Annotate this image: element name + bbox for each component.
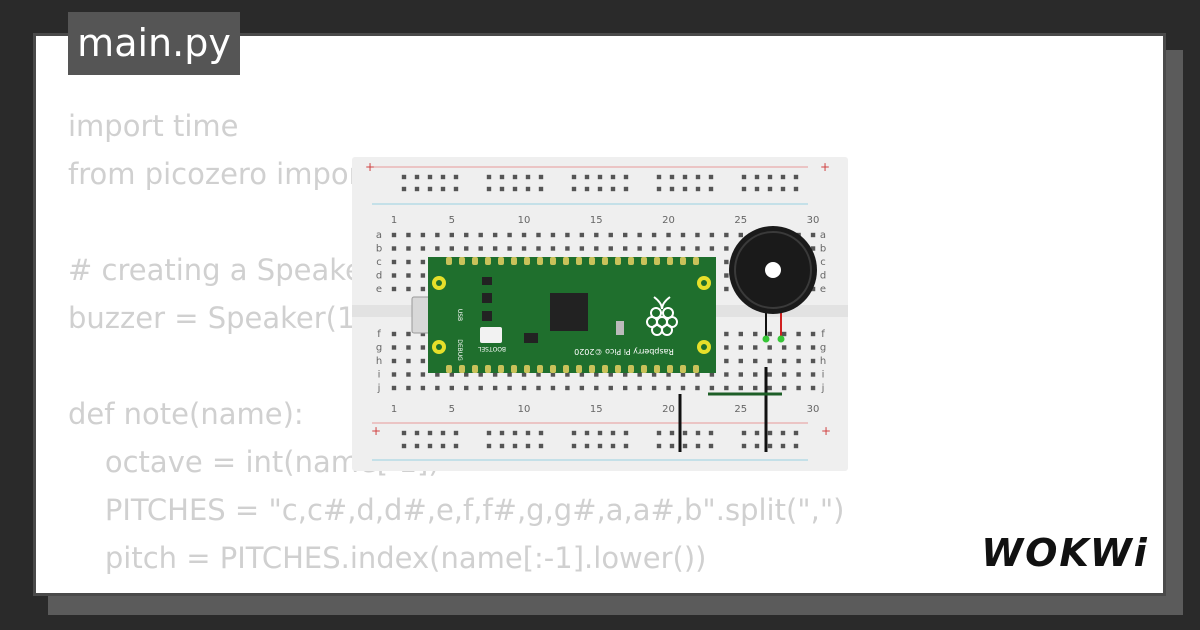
breadboard-label: i [822, 370, 825, 381]
breadboard-label: 30 [807, 404, 820, 415]
rail-plus-tr: + [820, 160, 830, 174]
breadboard-label: a [376, 230, 382, 241]
breadboard-label: e [820, 284, 826, 295]
breadboard-label: j [377, 383, 381, 394]
bootsel-label: BOOTSEL [477, 345, 506, 352]
breadboard-label: 30 [807, 215, 820, 226]
breadboard-label: 1 [391, 215, 397, 226]
breadboard-label: 15 [590, 404, 603, 415]
breadboard-label: b [376, 244, 382, 255]
bootsel-button[interactable] [480, 327, 502, 343]
code-line: def note(name): [68, 397, 304, 431]
breadboard-label: h [820, 356, 826, 367]
code-line: PITCHES = "c,c#,d,d#,e,f,f#,g,g#,a,a#,b"… [68, 493, 845, 527]
breadboard-label: f [377, 329, 381, 340]
breadboard-label: e [376, 284, 382, 295]
breadboard-label: i [378, 370, 381, 381]
breadboard-label: b [820, 244, 826, 255]
breadboard-label: d [376, 271, 382, 282]
wokwi-logo-text: WOKWi [981, 531, 1149, 575]
breadboard-label: c [820, 257, 826, 268]
breadboard-label: j [821, 383, 825, 394]
breadboard-label: g [820, 343, 826, 354]
usb-label: USB [456, 309, 463, 321]
debug-label: DEBUG [456, 339, 463, 361]
code-line: return 440 * 2 ** ((octave - 4) + (pitch… [68, 582, 845, 593]
breadboard-label: 10 [518, 215, 531, 226]
buzzer[interactable] [729, 226, 817, 343]
wokwi-logo: WOKWi [981, 531, 1149, 575]
breadboard-label: 1 [391, 404, 397, 415]
breadboard-label: 15 [590, 215, 603, 226]
code-line: octave = int(name[-1]) [68, 445, 440, 479]
code-line: pitch = PITCHES.index(name[:-1].lower()) [68, 541, 707, 575]
breadboard-label: h [376, 356, 382, 367]
rail-plus-br: + [821, 424, 831, 438]
breadboard-label: 25 [734, 404, 747, 415]
breadboard-label: g [376, 343, 382, 354]
raspberry-logo [646, 296, 678, 336]
file-tab[interactable]: main.py [68, 12, 240, 75]
pico-chip [550, 293, 588, 331]
breadboard-label: d [820, 271, 826, 282]
rail-plus-tl: + [365, 160, 375, 174]
breadboard-label: a [820, 230, 826, 241]
breadboard-label: 5 [449, 404, 455, 415]
breadboard-label: c [376, 257, 382, 268]
pico-board-text: Raspberry Pi Pico ©2020 [574, 347, 674, 356]
code-line: import time [68, 109, 239, 143]
breadboard-label: 20 [662, 215, 675, 226]
breadboard-label: 25 [734, 215, 747, 226]
breadboard-label: 20 [662, 404, 675, 415]
breadboard-label: 5 [449, 215, 455, 226]
breadboard-label: 10 [518, 404, 531, 415]
breadboard-label: f [821, 329, 825, 340]
rail-plus-bl: + [371, 424, 381, 438]
raspberry-pi-pico[interactable]: Raspberry Pi Pico ©2020 BOOTSEL USB DEBU… [411, 257, 716, 373]
